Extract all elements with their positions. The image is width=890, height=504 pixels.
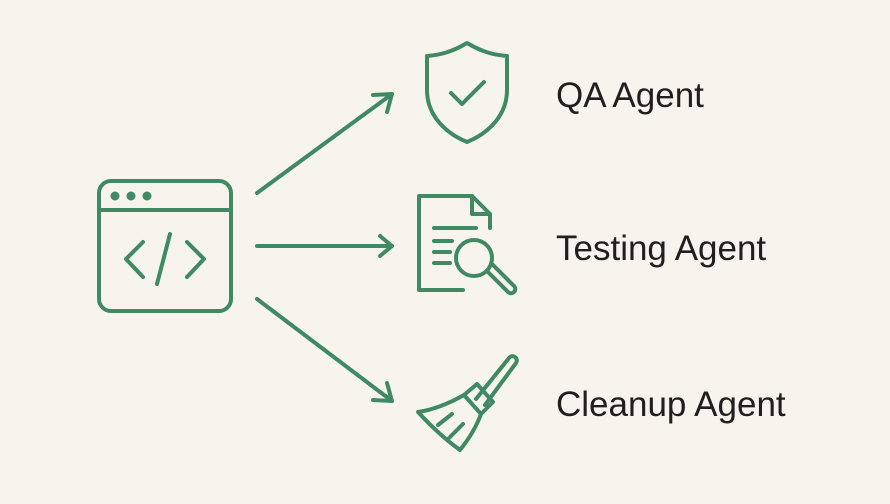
code-window-icon xyxy=(97,179,233,313)
arrow-to-cleanup xyxy=(255,297,394,403)
document-search-icon xyxy=(417,194,518,296)
broom-icon xyxy=(416,354,519,452)
arrow-to-testing xyxy=(255,234,394,258)
shield-check-icon xyxy=(425,41,509,144)
qa-agent-label: QA Agent xyxy=(556,76,704,115)
arrow-to-qa xyxy=(255,92,394,195)
cleanup-agent-label: Cleanup Agent xyxy=(556,385,786,424)
testing-agent-label: Testing Agent xyxy=(556,229,767,268)
